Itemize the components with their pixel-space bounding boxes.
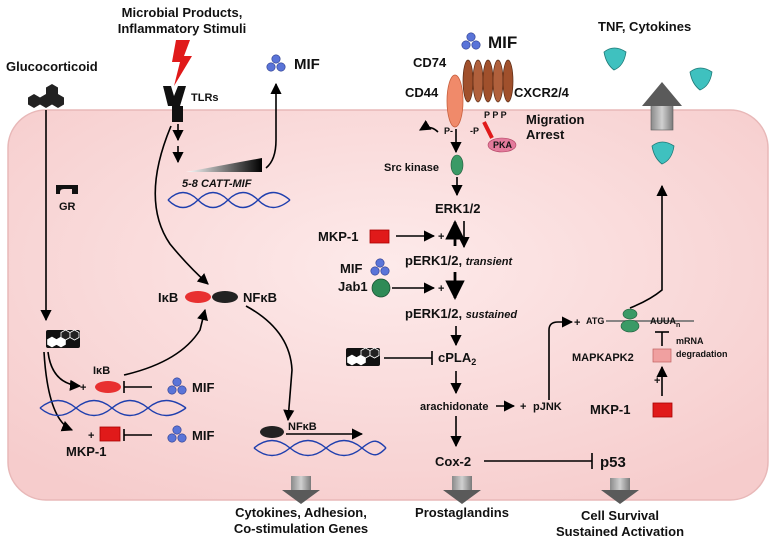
degradation-label: degradation: [676, 349, 728, 359]
inflammatory-label: Inflammatory Stimuli: [118, 21, 247, 36]
mkp1-right-box: [652, 402, 673, 418]
p-left-label: P-: [444, 126, 453, 136]
out-cytokines-line2: Co-stimulation Genes: [234, 521, 368, 536]
ikb-gene-dna: [39, 399, 187, 417]
tnf-protein-icon: [603, 47, 713, 165]
tlrs-label: TLRs: [191, 92, 219, 104]
prostaglandins-output-arrow: [443, 476, 481, 504]
ikb-oval: [185, 291, 211, 303]
tlr-receptor-icon: [163, 86, 186, 122]
out-prostaglandins: Prostaglandins: [415, 505, 509, 520]
expression-wedge: [186, 158, 262, 172]
gr-complex-cpla-icon: [346, 347, 380, 366]
mif-gene-dna: [167, 191, 291, 209]
erk-label: ERK1/2: [435, 201, 481, 216]
mapkapk2-box: [652, 348, 672, 363]
catt-mif-label: 5-8 CATT-MIF: [182, 178, 252, 190]
gr-label: GR: [59, 201, 76, 213]
tnf-label: TNF, Cytokines: [598, 19, 691, 34]
nfkb-target-dna: [253, 439, 387, 457]
cpla2-label: cPLA2: [438, 350, 476, 367]
p-mid-label: -P: [470, 126, 479, 136]
atg-label: ATG: [586, 316, 604, 326]
glucocorticoid-label: Glucocorticoid: [6, 59, 98, 74]
perk-sustained-label: pERK1/2, sustained: [405, 306, 517, 321]
mif-gene2-label: MIF: [192, 428, 214, 443]
pjnk-label: pJNK: [533, 401, 562, 413]
jab1-icon: [371, 278, 391, 298]
gr-complex-icon: [46, 329, 80, 348]
ppp-label: P P P: [484, 110, 507, 120]
mkp1-left-label: MKP-1: [318, 229, 358, 244]
cd74-receptor: [462, 59, 514, 103]
microbial-label: Microbial Products,: [122, 5, 243, 20]
arachidonate-label: arachidonate: [420, 401, 488, 413]
atg-plus: +: [574, 317, 580, 329]
arrest-label: Arrest: [526, 127, 565, 142]
nfkb-dna-label: NFκB: [288, 421, 317, 433]
ikb-label: IκB: [158, 290, 178, 305]
survival-output-arrow: [601, 478, 639, 504]
mapkapk2-label: MAPKAPK2: [572, 352, 634, 364]
ikb-gene-oval: [95, 381, 121, 393]
mkp1-plus: +: [438, 231, 444, 243]
cytokines-output-arrow: [282, 476, 320, 504]
jab-plus: +: [438, 283, 444, 295]
cell-body: [7, 109, 769, 501]
cd74-label: CD74: [413, 55, 447, 70]
mif-secreted-label: MIF: [294, 56, 320, 73]
pka-oval: [487, 137, 517, 153]
auua-label: AUUAn: [650, 316, 680, 329]
cox2-label: Cox-2: [435, 454, 471, 469]
out-survival-line2: Sustained Activation: [556, 524, 684, 539]
secretion-arrow: [642, 82, 682, 131]
src-kinase-icon: [450, 154, 464, 176]
glucocorticoid-icon: [28, 84, 64, 108]
mkp1-gene-label: MKP-1: [66, 444, 106, 459]
gr-receptor-icon: [56, 185, 78, 194]
cxcr-label: CXCR2/4: [514, 85, 570, 100]
out-cytokines-line1: Cytokines, Adhesion,: [235, 505, 367, 520]
mkp1-gene-box: [99, 426, 121, 442]
ikb-gene-label: IκB: [93, 365, 110, 377]
perk-transient-label: pERK1/2, transient: [405, 253, 513, 268]
nfkb-label: NFκB: [243, 290, 277, 305]
ribosome-icon: [620, 308, 640, 333]
lightning-bolt-icon: [172, 40, 192, 86]
mrna-label: mRNA: [676, 336, 704, 346]
nfkb-oval: [212, 291, 238, 303]
mkp1-left-box: [369, 229, 390, 244]
mif-ligand-label: MIF: [488, 33, 517, 52]
migration-label: Migration: [526, 112, 585, 127]
mapkapk2-plus: +: [654, 375, 660, 387]
jab1-label: Jab1: [338, 279, 368, 294]
ikb-plus-sign: +: [80, 382, 86, 394]
pka-label: PKA: [493, 140, 513, 150]
cd44-label: CD44: [405, 85, 439, 100]
cd44-receptor: [446, 74, 464, 128]
nfkb-dna-oval: [260, 426, 284, 438]
mif-gene1-label: MIF: [192, 380, 214, 395]
mkp1-plus-sign: +: [88, 430, 94, 442]
src-label: Src kinase: [384, 162, 439, 174]
mif-ligand-icon: [461, 32, 481, 50]
pjnk-plus: +: [520, 401, 526, 413]
mif-secreted-icon: [266, 54, 286, 72]
out-survival-line1: Cell Survival: [581, 508, 659, 523]
mif-jab-label: MIF: [340, 261, 362, 276]
p53-label: p53: [600, 454, 626, 471]
mkp1-right-label: MKP-1: [590, 402, 630, 417]
